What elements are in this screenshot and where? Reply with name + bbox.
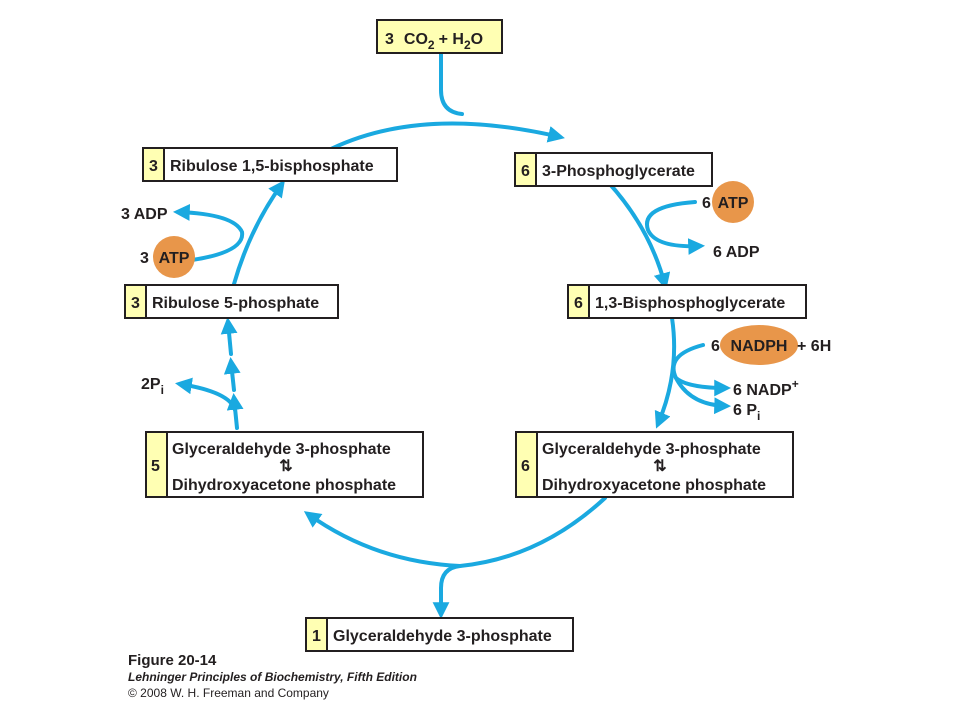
nadph-label: NADPH	[731, 338, 788, 355]
ribulose-5-phosphate-frame	[124, 284, 339, 319]
phosphoglycerate-frame	[514, 152, 713, 187]
output-arrow	[432, 496, 607, 620]
output-label: Glyceraldehyde 3-phosphate	[333, 628, 552, 645]
book-title: Lehninger Principles of Biochemistry, Fi…	[128, 670, 417, 684]
nadph-badge	[720, 325, 798, 365]
adp-left-label: 3 ADP	[121, 206, 168, 223]
phosphoglycerate-badge	[516, 154, 536, 185]
bisphosphoglycerate-box: 6 1,3-Bisphosphoglycerate	[567, 284, 807, 319]
ribulose-5-phosphate-label: Ribulose 5-phosphate	[152, 295, 319, 312]
left-arrow-segment-3	[220, 316, 238, 356]
atp-adp-right-arrow	[645, 200, 706, 255]
ribulose-bisphosphate-badge	[144, 149, 164, 180]
ribulose-5-phosphate-badge	[126, 286, 146, 317]
output-frame	[305, 617, 574, 652]
triose-right-frame	[515, 431, 794, 498]
triose-left-count: 5	[151, 458, 160, 475]
bisphosphoglycerate-badge	[569, 286, 589, 317]
triose-left-frame	[145, 431, 424, 498]
pi-left-label: 2Pi	[141, 376, 164, 397]
atp-left-badge	[153, 236, 195, 278]
pi-right-label: 6 Pi	[733, 402, 760, 423]
atp-adp-left-arrow	[172, 204, 245, 262]
atp-right-badge	[712, 181, 754, 223]
output-badge	[307, 619, 327, 650]
output-box: 1 Glyceraldehyde 3-phosphate	[305, 617, 574, 652]
adp-right-label: 6 ADP	[713, 244, 760, 261]
phosphoglycerate-box: 6 3-Phosphoglycerate	[514, 152, 713, 187]
nadph-h-label: + 6H	[797, 338, 831, 355]
left-arrow-segment-2	[223, 356, 241, 392]
bisphosphoglycerate-frame	[567, 284, 807, 319]
cycle-arrows	[172, 52, 732, 620]
atp-right-coef: 6	[702, 195, 711, 212]
copyright-line: © 2008 W. H. Freeman and Company	[128, 686, 329, 700]
input-arrow	[439, 52, 464, 116]
left-arrow-segment-1	[226, 392, 244, 430]
nadp-label: 6 NADP+	[733, 377, 799, 399]
bisphosphoglycerate-label: 1,3-Bisphosphoglycerate	[595, 295, 785, 312]
triose-right-line2: Dihydroxyacetone phosphate	[542, 477, 766, 494]
triose-right-count: 6	[521, 458, 530, 475]
triose-left-line2: Dihydroxyacetone phosphate	[172, 477, 396, 494]
ribulose-bisphosphate-box: 3 Ribulose 1,5-bisphosphate	[142, 147, 398, 182]
phosphoglycerate-label: 3-Phosphoglycerate	[542, 163, 695, 180]
output-count: 1	[312, 628, 321, 645]
triose-left-line1: Glyceraldehyde 3-phosphate	[172, 441, 391, 458]
ribulose-5-phosphate-box: 3 Ribulose 5-phosphate	[124, 284, 339, 319]
triose-right-badge	[517, 433, 537, 496]
input-box-frame	[376, 19, 503, 54]
equilibrium-left-icon: ⇅	[279, 458, 292, 475]
phosphorylation-arrow	[606, 180, 671, 290]
bisphosphoglycerate-count: 6	[574, 295, 583, 312]
ribulose-bisphosphate-frame	[142, 147, 398, 182]
ribulose-bisphosphate-count: 3	[149, 158, 158, 175]
atp-left-label: ATP	[159, 250, 190, 267]
triose-left-badge	[147, 433, 167, 496]
nadph-coef: 6	[711, 338, 720, 355]
pi-left-out-arrow	[175, 377, 237, 412]
pi-out-arrow	[674, 376, 732, 415]
kinase-arrow	[232, 179, 285, 286]
triose-right-line1: Glyceraldehyde 3-phosphate	[542, 441, 761, 458]
atp-right-label: ATP	[718, 195, 749, 212]
figure-number: Figure 20-14	[128, 652, 217, 669]
regeneration-arrow	[303, 511, 462, 568]
triose-phosphate-right-box: 6 Glyceraldehyde 3-phosphate ⇅ Dihydroxy…	[515, 431, 794, 498]
ribulose-bisphosphate-label: Ribulose 1,5-bisphosphate	[170, 158, 374, 175]
phosphoglycerate-count: 6	[521, 163, 530, 180]
ribulose-5-phosphate-count: 3	[131, 295, 140, 312]
triose-phosphate-left-box: 5 Glyceraldehyde 3-phosphate ⇅ Dihydroxy…	[145, 431, 424, 498]
atp-left-coef: 3	[140, 250, 149, 267]
equilibrium-right-icon: ⇅	[653, 458, 666, 475]
carboxylation-arrow	[323, 121, 565, 154]
